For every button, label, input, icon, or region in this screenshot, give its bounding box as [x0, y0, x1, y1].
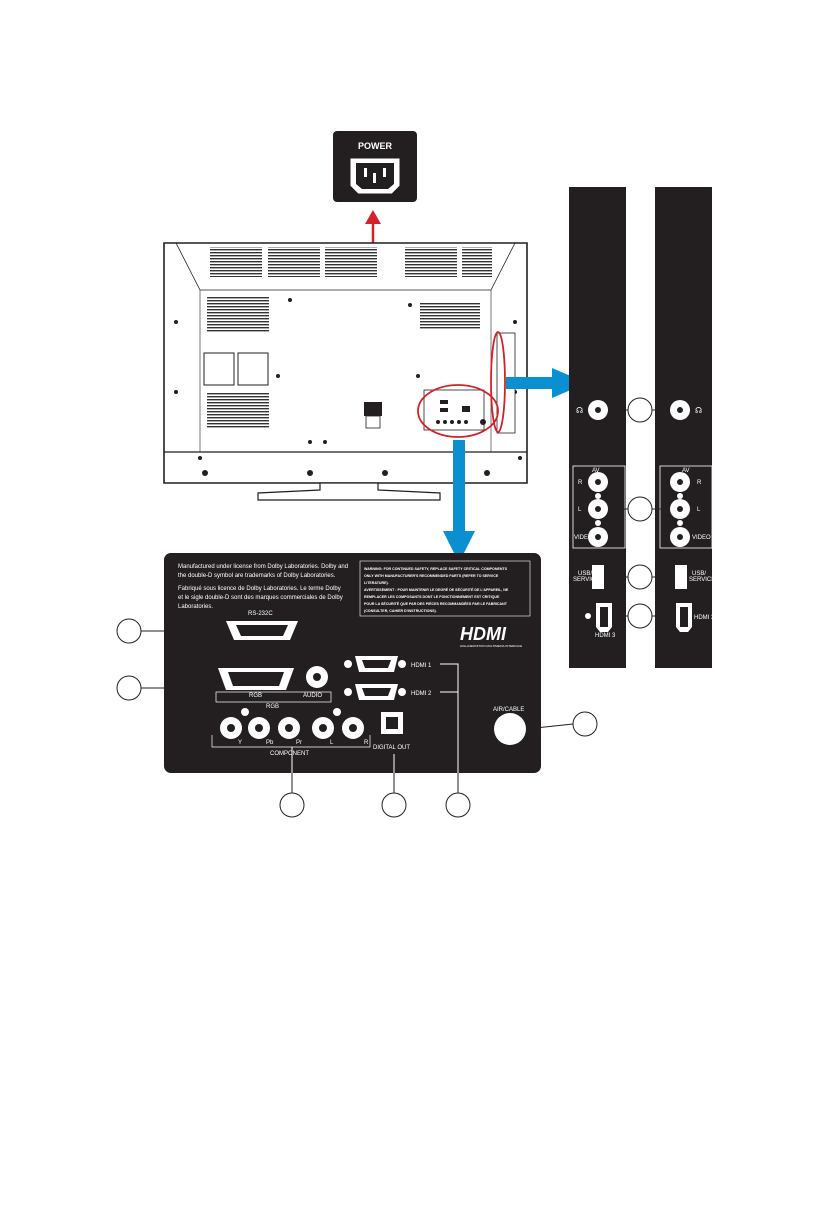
warning-line-3: LITERATURE). — [364, 581, 389, 585]
side-l-label: L — [578, 507, 582, 513]
usb-label-1: USB/ — [578, 571, 592, 577]
callout-circle-component — [279, 792, 305, 818]
headphone-icon: ☊ — [576, 406, 583, 415]
side-l-label: L — [697, 507, 701, 513]
dolby-line-5: Laboratories. — [178, 604, 213, 610]
callout-circle-av — [627, 496, 653, 522]
dolby-line-2: the double-D symbol are trademarks of Do… — [178, 573, 336, 579]
warning-line-6: POUR LA SÉCURITÉ QUE PAR DES PIÈCES RECO… — [364, 601, 508, 606]
warning-line-4: AVERTISSEMENT : POUR MAINTENIR LE DEGRÉ … — [364, 587, 509, 592]
dolby-line-4: et le sigle double-D sont des marques co… — [178, 595, 343, 601]
side-callouts — [604, 397, 676, 629]
side-r-label: R — [578, 480, 583, 486]
warning-line-1: WARNING: FOR CONTINUED SAFETY, REPLACE S… — [364, 567, 508, 571]
dolby-line-1: Manufactured under license from Dolby La… — [178, 564, 348, 570]
usb-label-2: SERVICE — [573, 577, 599, 583]
side-r-label: R — [697, 480, 702, 486]
hdmi-logo-tagline: HIGH-DEFINITION MULTIMEDIA INTERFACE — [460, 644, 522, 648]
component-y-label: Y — [238, 740, 242, 746]
tv-back-view — [163, 242, 528, 501]
hdmi1-label: HDMI 1 — [411, 663, 432, 669]
warning-box — [359, 560, 531, 617]
blue-arrow-down — [443, 440, 475, 563]
callout-circle-hdmi — [445, 792, 471, 818]
warning-line-7: (CONSULTER, CAHIER D'INSTRUCTIONS). — [364, 609, 437, 613]
side-panel-right: ☊ AV R L VIDEO USB/ SERVICE HDMI 3 — [655, 187, 715, 668]
side-video-label: VIDEO — [574, 535, 593, 541]
power-socket-inset: POWER — [333, 131, 417, 202]
callout-circle-hdmi3 — [627, 603, 653, 629]
rgb-label: RGB — [249, 693, 262, 699]
air-cable-label: AIR/CABLE — [493, 707, 524, 713]
side-hdmi3-label: HDMI 3 — [595, 633, 616, 639]
component-l-label: L — [330, 740, 334, 746]
av-label: AV — [592, 468, 600, 474]
power-label: POWER — [358, 141, 393, 151]
headphone-icon: ☊ — [695, 406, 702, 415]
callout-circle-rs232c — [116, 618, 142, 644]
side-panel-left: ☊ AV R L VIDEO USB/ SERVICE HDMI 3 — [569, 187, 626, 668]
audio-label: AUDIO — [303, 693, 322, 699]
callout-circle-air — [572, 711, 598, 737]
av-label: AV — [682, 468, 690, 474]
digital-out-label: DIGITAL OUT — [373, 745, 410, 751]
usb-label-1: USB/ — [692, 571, 706, 577]
rgb-group-label: RGB — [266, 704, 279, 710]
dolby-line-3: Fabriqué sous licence de Dolby Laborator… — [178, 586, 341, 592]
callout-circle-usb — [627, 564, 653, 590]
component-pb-label: Pb — [266, 740, 274, 746]
side-hdmi3-label: HDMI 3 — [694, 615, 715, 621]
side-video-label: VIDEO — [692, 535, 711, 541]
callout-circle-digital — [381, 792, 407, 818]
hdmi2-label: HDMI 2 — [411, 691, 432, 697]
warning-line-5: REMPLACER LES COMPOSANTS DONT LE FONCTIO… — [364, 595, 500, 599]
hdmi-logo: HDMI — [460, 624, 507, 644]
component-group-label: COMPONENT — [270, 751, 309, 757]
component-r-label: R — [364, 740, 369, 746]
warning-line-2: ONLY WITH MANUFACTURER'S RECOMMENDED PAR… — [364, 574, 499, 578]
rs232c-label: RS-232C — [248, 611, 273, 617]
callout-circle-headphone — [627, 397, 653, 423]
callout-circle-rgb — [116, 675, 142, 701]
air-cable-port — [494, 713, 526, 745]
component-pr-label: Pr — [296, 740, 302, 746]
rear-callouts — [116, 618, 598, 818]
usb-label-2: SERVICE — [689, 577, 715, 583]
rear-connector-panel: Manufactured under license from Dolby La… — [164, 553, 541, 773]
